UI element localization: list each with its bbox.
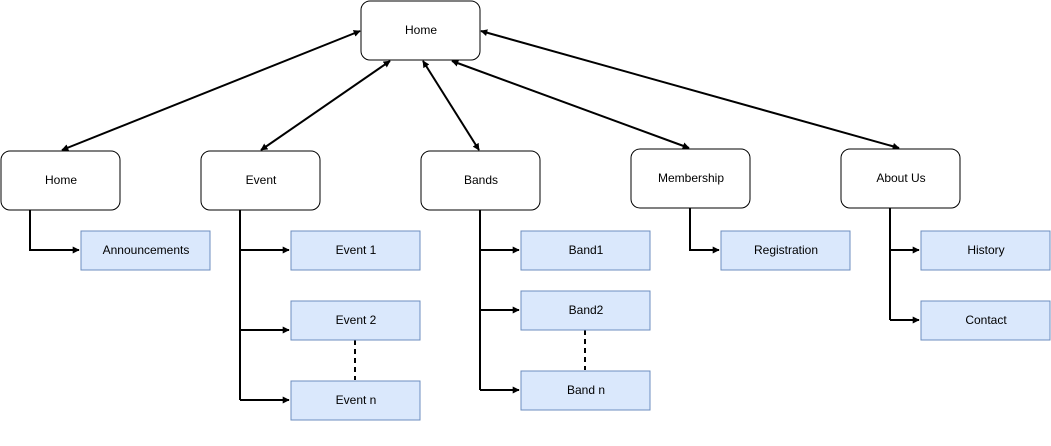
edge-home-announcements [29,210,80,254]
leaf-registration: Registration [720,230,851,271]
root-edges [61,29,900,151]
node-membership-label: Membership [658,171,724,185]
node-home: Home [0,150,121,211]
node-about: About Us [840,148,961,209]
leaf-event2-label: Event 2 [336,313,377,327]
leaf-event2: Event 2 [290,300,421,341]
node-home-label: Home [45,173,77,187]
leaf-registration-label: Registration [754,243,818,257]
leaf-band1-label: Band1 [569,243,604,257]
leaf-contact-label: Contact [965,313,1007,327]
node-bands: Bands [420,150,541,211]
node-event-label: Event [246,173,277,187]
leaf-event1: Event 1 [290,230,421,271]
leaf-bandn: Band n [520,370,651,411]
leaf-band2-label: Band2 [569,303,604,317]
leaf-bandn-label: Band n [567,383,605,397]
leaf-band1: Band1 [520,230,651,271]
leaf-eventn-label: Event n [336,393,377,407]
node-event: Event [200,150,321,211]
node-root: Home [360,0,481,61]
node-about-label: About Us [876,171,925,185]
edge-root-membership [451,59,690,150]
node-root-label: Home [405,23,437,37]
node-membership: Membership [630,148,751,209]
child-edges [29,208,920,404]
leaf-announcements: Announcements [80,230,211,271]
leaf-eventn: Event n [290,380,421,421]
edge-root-about [480,29,900,150]
edge-root-bands [422,60,480,151]
leaf-history: History [920,230,1051,271]
edge-membership-registration [689,208,720,254]
leaf-history-label: History [967,243,1004,257]
edge-root-event [260,60,391,151]
edge-root-home [61,30,361,151]
leaf-event1-label: Event 1 [336,243,377,257]
leaf-contact: Contact [920,300,1051,341]
node-bands-label: Bands [464,173,498,187]
leaf-announcements-label: Announcements [103,243,190,257]
leaf-band2: Band2 [520,290,651,331]
